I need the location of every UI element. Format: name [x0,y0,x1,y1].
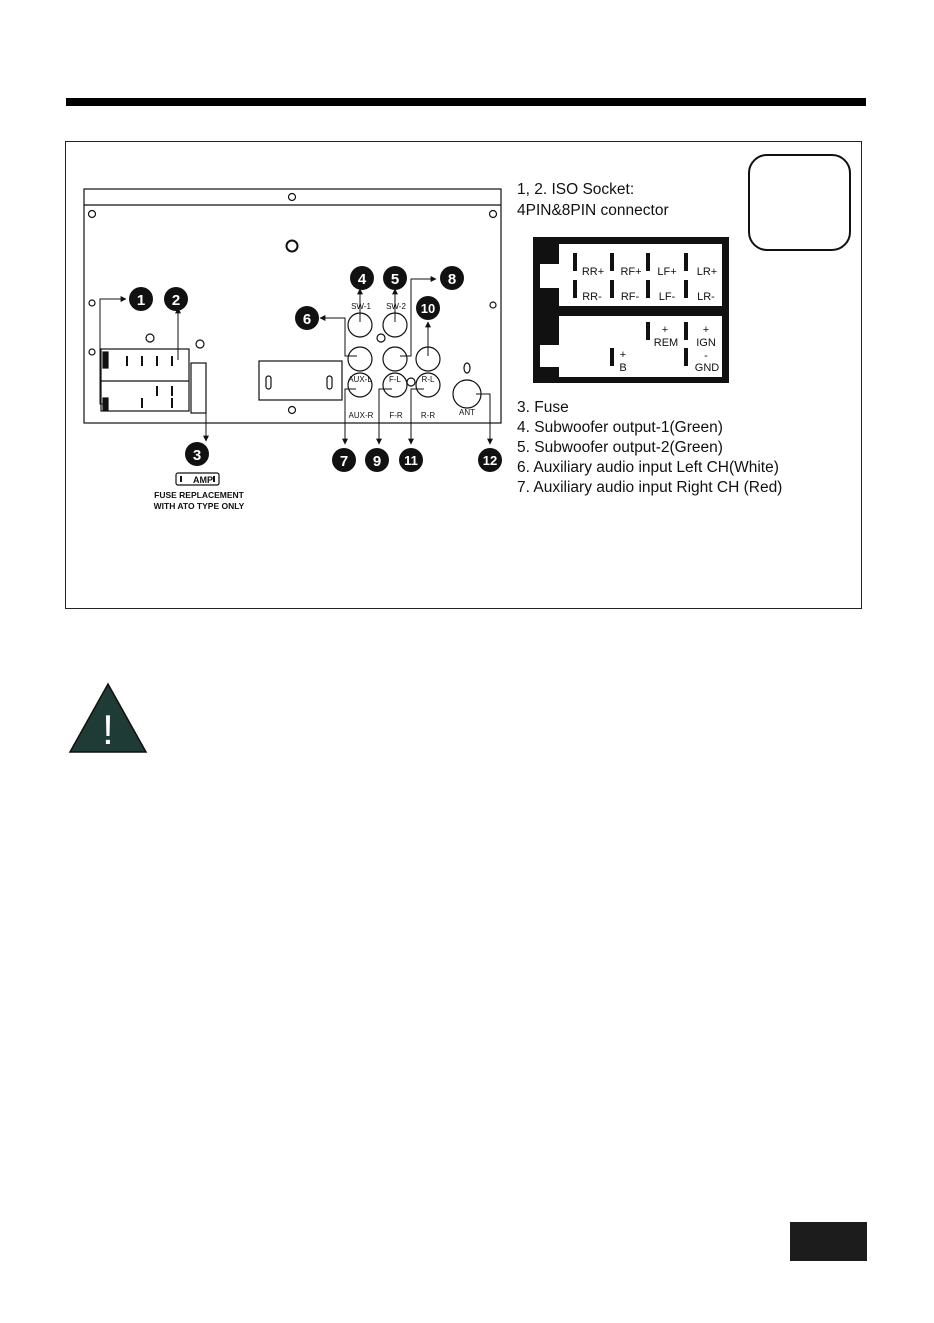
svg-text:9: 9 [373,453,381,470]
legend-iso-title: 1, 2. ISO Socket: [517,181,635,198]
svg-text:LR+: LR+ [697,266,718,278]
callout-3: 3 [185,442,209,466]
iso-socket-panel [100,348,207,414]
callouts: 1 2 3 4 5 6 7 8 9 10 11 12 [129,266,502,472]
svg-text:REM: REM [654,337,678,349]
sw2-label: SW-2 [386,302,406,311]
svg-text:10: 10 [421,301,435,316]
legend-item-7: 7. Auxiliary audio input Right CH (Red) [517,479,783,496]
legend-iso-subtitle: 4PIN&8PIN connector [517,202,669,219]
svg-text:GND: GND [695,362,720,374]
ant-label: ANT [459,408,475,417]
sw1-label: SW-1 [351,302,371,311]
fuse-symbol: AMP [175,472,220,486]
header-rule [66,98,866,106]
svg-text:4: 4 [358,271,367,288]
svg-text:3: 3 [193,447,201,464]
callout-11: 11 [399,448,423,472]
rear-panel [83,188,502,424]
svg-text:+: + [703,324,709,336]
callout-4: 4 [350,266,374,290]
iso-pin-labels: RR+ RF+ LF+ LR+ RR- RF- LF- LR- + REM + … [582,266,719,374]
page-tab-box [748,154,851,251]
svg-text:LR-: LR- [697,291,715,303]
callout-1: 1 [129,287,153,311]
svg-text:LF-: LF- [659,291,676,303]
f-l-label: F-L [389,375,402,384]
r-l-label: R-L [422,375,435,384]
svg-text:RF+: RF+ [620,266,641,278]
legend-item-3: 3. Fuse [517,399,569,416]
callout-10: 10 [416,296,440,320]
svg-text:5: 5 [391,271,399,288]
svg-text:2: 2 [172,292,180,309]
svg-text:7: 7 [340,453,348,470]
callout-5: 5 [383,266,407,290]
callout-12: 12 [478,448,502,472]
warning-glyph: ! [102,706,114,753]
svg-text:+: + [662,324,668,336]
svg-text:11: 11 [404,453,418,468]
rca-jacks [347,312,482,409]
svg-text:RR-: RR- [582,291,602,303]
callout-6: 6 [295,306,319,330]
iso-pin-diagram [533,237,729,383]
svg-text:12: 12 [483,453,497,468]
jack-labels: SW-1 SW-2 AUX-L F-L R-L AUX-R F-R R-R AN… [348,302,475,420]
svg-text:6: 6 [303,311,311,328]
connection-diagram: SW-1 SW-2 AUX-L F-L R-L AUX-R F-R R-R AN… [83,154,851,511]
f-r-label: F-R [389,411,403,420]
svg-text:B: B [619,362,626,374]
aux-r-label: AUX-R [349,411,374,420]
mounting-bracket [258,360,343,401]
callout-9: 9 [365,448,389,472]
legend-item-4: 4. Subwoofer output-1(Green) [517,419,723,436]
diagram-frame [65,141,862,609]
page-number-box [790,1222,867,1261]
svg-text:RR+: RR+ [582,266,604,278]
r-r-label: R-R [421,411,435,420]
legend-item-5: 5. Subwoofer output-2(Green) [517,439,723,456]
svg-text:1: 1 [137,292,145,309]
fuse-amp-label: AMP [193,475,213,485]
svg-text:IGN: IGN [696,337,716,349]
svg-text:RF-: RF- [621,291,640,303]
callout-7: 7 [332,448,356,472]
leader-lines [99,276,493,445]
callout-8: 8 [440,266,464,290]
warning-icon: ! [68,682,148,753]
svg-text:-: - [704,350,708,362]
fuse-note-line2: WITH ATO TYPE ONLY [154,501,245,511]
callout-2: 2 [164,287,188,311]
svg-text:+: + [620,349,626,361]
fuse-note-line1: FUSE REPLACEMENT [154,490,245,500]
svg-text:LF+: LF+ [657,266,676,278]
aux-l-label: AUX-L [348,375,372,384]
legend-item-6: 6. Auxiliary audio input Left CH(White) [517,459,779,476]
svg-text:8: 8 [448,271,456,288]
